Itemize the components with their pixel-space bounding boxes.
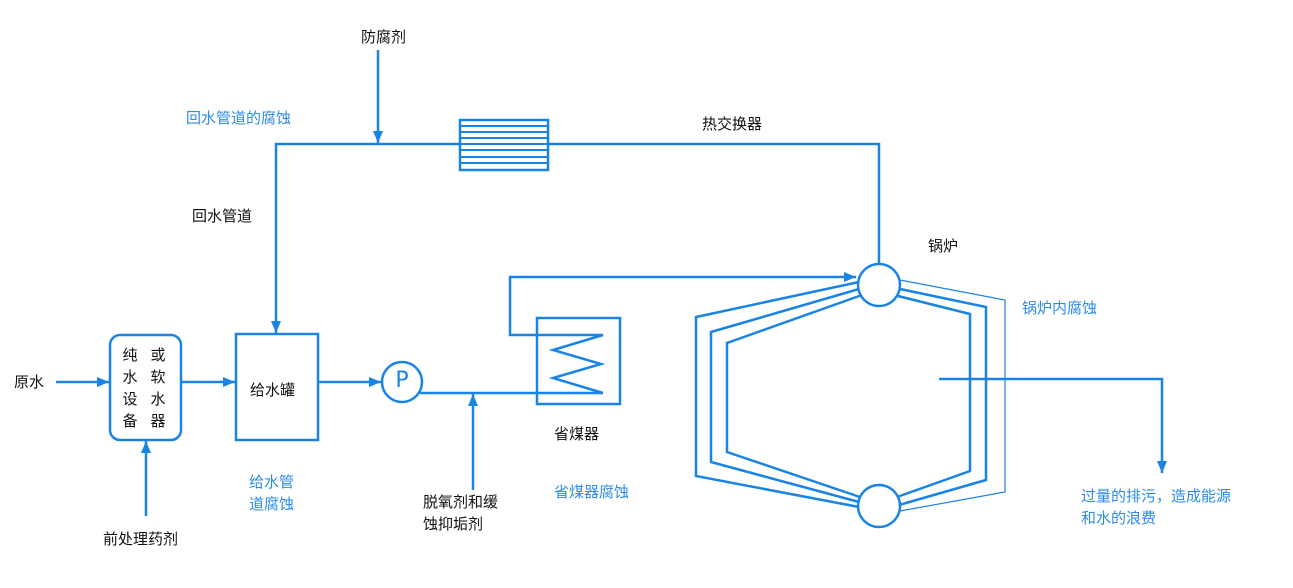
- heat-exchanger-fins: [460, 125, 548, 164]
- feed-pipe-corrosion-annotation: 给水管 道腐蚀: [249, 473, 295, 513]
- boiler-tube-left-outer: [694, 280, 860, 509]
- softener-label-left: 纯水设备: [122, 346, 138, 430]
- boiler-tube-left-middle: [709, 287, 860, 504]
- anticorrosion-agent-label: 防腐剂: [361, 28, 407, 46]
- feed-tank-box: [234, 332, 320, 442]
- pump-label: P: [395, 368, 409, 393]
- softener-label-right: 或软水器: [150, 346, 166, 430]
- economizer-coil: [508, 272, 856, 395]
- excess-blowdown-annotation: 过量的排污，造成能源 和水的浪费: [1081, 487, 1232, 527]
- deoxygenator-agent-label: 脱氧剂和缓 蚀抑垢剂: [423, 493, 499, 533]
- softener-box: [108, 333, 183, 442]
- pretreatment-agent-label: 前处理药剂: [103, 530, 179, 548]
- boiler-bottom-drum: [856, 483, 902, 529]
- boiler-internal-corrosion-annotation: 锅炉内腐蚀: [1022, 299, 1098, 317]
- economizer-corrosion-annotation: 省煤器腐蚀: [554, 483, 630, 501]
- boiler-tube-left-inner: [725, 293, 863, 499]
- boiler-label: 锅炉: [928, 237, 959, 255]
- return-pipe-label: 回水管道: [192, 207, 253, 225]
- economizer-box: [535, 316, 622, 406]
- economizer-label: 省煤器: [554, 425, 600, 443]
- boiler-tube-right-inner: [896, 294, 972, 499]
- return-pipe-line: [271, 142, 881, 333]
- blowdown-line: [939, 377, 1167, 473]
- return-pipe-corrosion-annotation: 回水管道的腐蚀: [186, 109, 292, 127]
- boiler-tube-right-outer: [899, 279, 1006, 512]
- pump-circle: [380, 360, 424, 404]
- feed-tank-label: 给水罐: [250, 381, 296, 399]
- heat-exchanger-label: 热交换器: [702, 115, 763, 133]
- boiler-top-drum: [856, 262, 902, 308]
- raw-water-label: 原水: [14, 373, 45, 391]
- boiler-tube-right-middle: [898, 287, 988, 507]
